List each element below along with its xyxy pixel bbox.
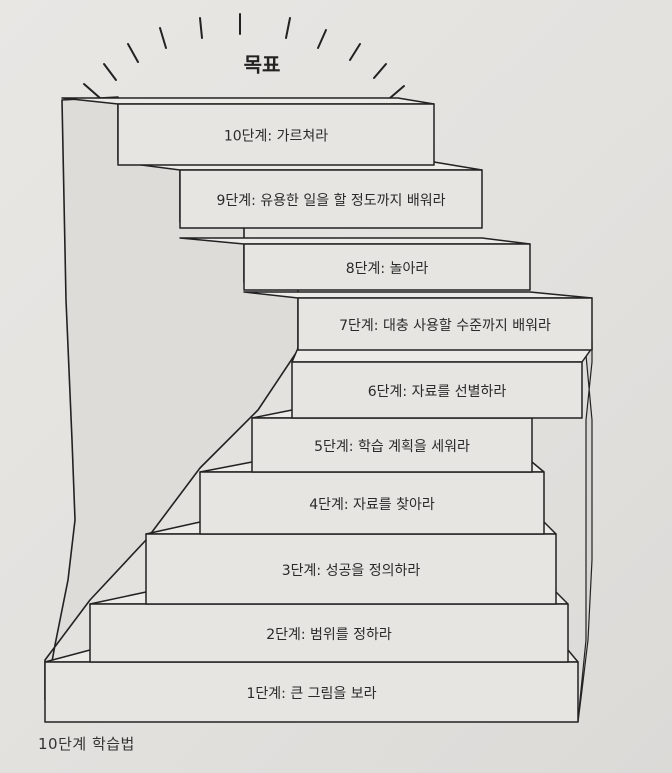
step-9: 9단계: 유용한 일을 할 정도까지 배워라 — [117, 161, 483, 229]
step-riser — [291, 361, 583, 419]
step-label: 1단계: 큰 그림을 보라 — [246, 686, 376, 702]
step-label: 2단계: 범위를 정하라 — [266, 627, 392, 643]
step-riser — [297, 297, 593, 351]
step-label: 3단계: 성공을 정의하라 — [282, 563, 421, 579]
step-label: 5단계: 학습 계획을 세워라 — [314, 439, 470, 455]
step-label: 6단계: 자료를 선별하라 — [368, 384, 507, 400]
goal-rays — [83, 13, 405, 99]
step-riser — [179, 169, 483, 229]
step-8: 8단계: 놀아라 — [179, 237, 531, 291]
step-riser — [117, 103, 435, 166]
staircase-right-side — [577, 311, 593, 723]
step-label: 8단계: 놀아라 — [346, 261, 429, 277]
step-label: 7단계: 대충 사용할 수준까지 배워라 — [339, 318, 551, 334]
goal-label: 목표 — [244, 53, 281, 77]
figure-caption: 10단계 학습법 — [38, 735, 135, 753]
steps-group: 1단계: 큰 그림을 보라 2단계: 범위를 정하라 3단계: 성공을 정의하라 4단… — [44, 97, 593, 723]
step-tread — [61, 97, 435, 105]
step-label: 4단계: 자료를 찾아라 — [309, 497, 435, 513]
step-4: 4단계: 자료를 찾아라 — [199, 461, 545, 535]
step-riser — [243, 243, 531, 291]
step-10: 10단계: 가르쳐라 — [61, 97, 435, 166]
step-6: 6단계: 자료를 선별하라 — [291, 347, 593, 419]
step-label: 9단계: 유용한 일을 할 정도까지 배워라 — [216, 193, 445, 209]
step-tread — [179, 237, 531, 245]
step-label: 10단계: 가르쳐라 — [224, 129, 328, 145]
step-tread — [243, 291, 593, 299]
step-7: 7단계: 대충 사용할 수준까지 배워라 — [243, 291, 593, 351]
step-5: 5단계: 학습 계획을 세워라 — [251, 409, 567, 473]
